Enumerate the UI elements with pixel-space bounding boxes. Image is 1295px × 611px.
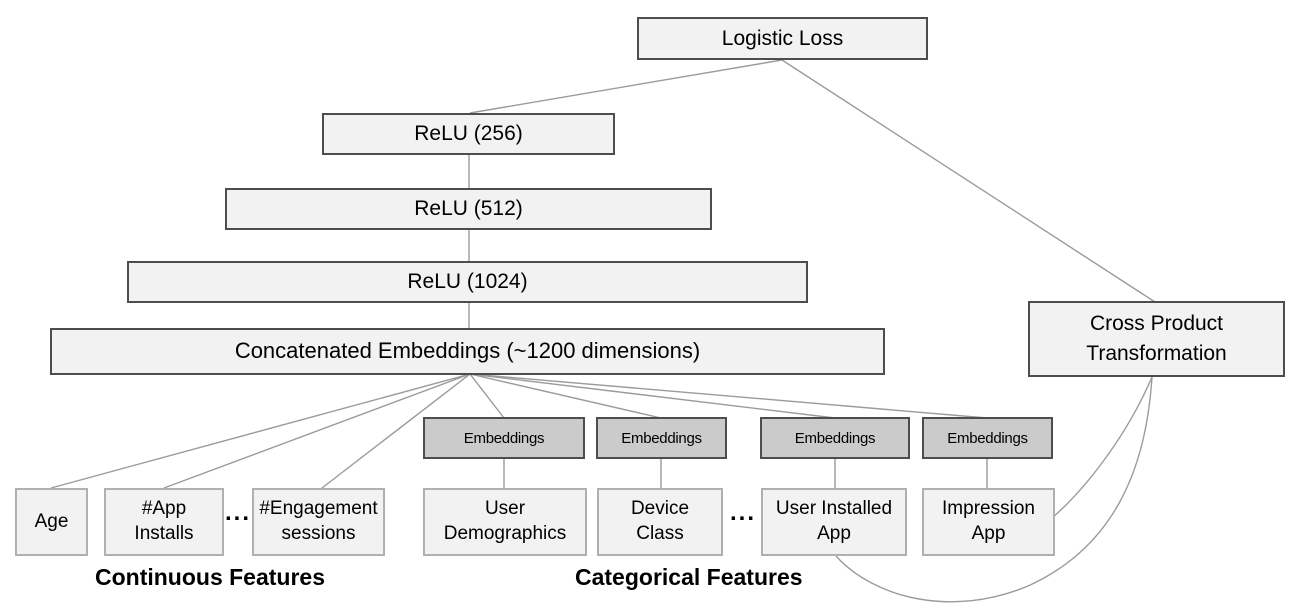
node-embeddings-impression-app: Embeddings [922,417,1053,459]
connector-embeddings-to-inputs [503,458,988,488]
input-user-installed-app: User Installed App [761,488,907,556]
node-cross-product-line2: Transformation [1086,342,1227,365]
node-cross-product-transformation: Cross Product Transformation [1028,301,1285,377]
node-relu-1024-label: ReLU (1024) [407,270,528,294]
input-user-installed-app-line2: App [817,523,851,544]
input-engagement-sessions: #Engagement sessions [252,488,385,556]
ellipsis-continuous: ... [224,499,251,526]
embeddings-label: Embeddings [463,429,545,447]
node-relu-256: ReLU (256) [322,113,615,155]
input-app-installs: #App Installs [104,488,224,556]
node-logistic-loss-label: Logistic Loss [721,26,844,50]
node-embeddings-device-class: Embeddings [596,417,727,459]
connector-loss-to-cross-product [781,59,1156,303]
connector-cross-product-to-impression-app [1052,376,1153,518]
input-app-installs-line2: Installs [134,523,194,544]
embeddings-label: Embeddings [947,429,1028,447]
node-logistic-loss: Logistic Loss [637,17,928,60]
node-relu-512: ReLU (512) [225,188,712,230]
input-device-class-line1: Device [630,498,690,520]
input-age: Age [15,488,88,556]
input-age-label: Age [34,510,69,532]
input-app-installs-line1: #App [141,498,187,520]
node-relu-256-label: ReLU (256) [414,122,523,146]
node-relu-1024: ReLU (1024) [127,261,808,303]
node-concatenated-embeddings: Concatenated Embeddings (~1200 dimension… [50,328,885,375]
node-embeddings-user-demographics: Embeddings [423,417,585,459]
input-engagement-sessions-line2: sessions [281,523,356,544]
input-device-class-line2: Class [636,523,684,544]
connector-cross-product-to-user-installed-app [835,376,1153,603]
embeddings-label: Embeddings [621,429,702,447]
node-concatenated-embeddings-label: Concatenated Embeddings (~1200 dimension… [234,338,701,364]
connector-loss-to-relu256 [469,59,783,114]
input-impression-app-line2: App [971,523,1006,544]
input-user-demographics-line2: Demographics [443,523,567,544]
node-embeddings-user-installed-app: Embeddings [760,417,910,459]
input-user-installed-app-line1: User Installed [775,498,893,520]
embeddings-label: Embeddings [794,429,876,447]
connector-concat-fanout [50,373,988,489]
label-categorical-features: Categorical Features [575,564,803,590]
node-cross-product-line1: Cross Product [1089,311,1224,335]
input-user-demographics-line1: User [484,498,526,520]
label-continuous-features: Continuous Features [95,564,326,590]
input-user-demographics: User Demographics [423,488,587,556]
input-impression-app-line1: Impression [942,498,1035,520]
ellipsis-categorical: ... [729,499,756,526]
input-impression-app: Impression App [922,488,1055,556]
node-relu-512-label: ReLU (512) [414,197,523,221]
input-engagement-sessions-line1: #Engagement [259,498,378,520]
input-device-class: Device Class [597,488,723,556]
